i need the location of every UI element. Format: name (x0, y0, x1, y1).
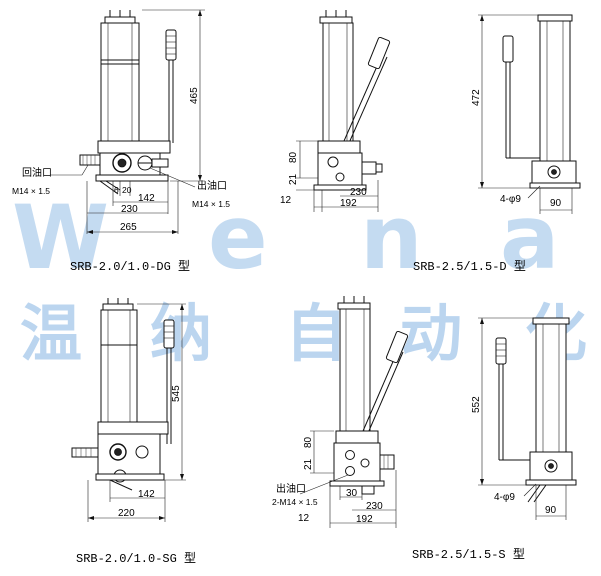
d-dim-230: 230 (350, 187, 367, 198)
s-side-fitting (379, 454, 395, 470)
s-dim-30: 30 (346, 488, 358, 499)
watermark-char-1: 温 (20, 297, 82, 370)
dg-gauge (112, 153, 132, 173)
sg-height-dim: 545 (171, 385, 182, 402)
s-outlet-label: 出油口 (276, 482, 306, 495)
d-top-cap (319, 16, 353, 24)
s-side-dim-90: 90 (545, 505, 557, 516)
s-lever-grip (385, 330, 409, 364)
dg-outlet-thread: M14 × 1.5 (192, 199, 230, 209)
d-title: SRB-2.5/1.5-D 型 (413, 259, 526, 274)
dg-base (95, 174, 169, 182)
dg-dim-230: 230 (121, 204, 138, 215)
watermark: W e n a 温 纳 自 动 化 (12, 186, 587, 370)
d-side-fitting (361, 161, 377, 175)
dg-title: SRB-2.0/1.0-DG 型 (70, 259, 190, 274)
d-dim-192: 192 (340, 198, 357, 209)
s-dim-192: 192 (356, 514, 373, 525)
s-reservoir (339, 308, 371, 432)
s-dim-230: 230 (366, 501, 383, 512)
s-pump-head (335, 430, 379, 444)
s-outlet-thread: 2-M14 × 1.5 (272, 497, 318, 507)
dg-dim-20: 20 (122, 185, 132, 195)
sg-pump-body (97, 433, 161, 475)
dg-handle-grip (165, 29, 177, 61)
sg-title: SRB-2.0/1.0-SG 型 (76, 551, 196, 566)
d-dim-80: 80 (288, 151, 299, 163)
s-side-handle-grip (495, 337, 507, 365)
dg-outlet-label: 出油口 (197, 179, 227, 192)
sg-pump-head (97, 421, 169, 435)
watermark-letter-a: a (500, 186, 559, 289)
watermark-letter-e: e (208, 186, 268, 289)
d-dim-12: 12 (280, 195, 292, 206)
watermark-char-3: 自 (285, 297, 347, 370)
sg-dim-220: 220 (118, 508, 135, 519)
watermark-char-4: 动 (400, 297, 462, 370)
d-reservoir (322, 22, 354, 142)
sg-dim-142: 142 (138, 489, 155, 500)
dg-dim-6: 6 (114, 185, 119, 195)
s-dim-12: 12 (298, 513, 310, 524)
dg-pump-head (97, 140, 171, 154)
s-side-height-dim: 552 (471, 396, 482, 413)
s-title: SRB-2.5/1.5-S 型 (412, 547, 525, 562)
dg-height-dim: 465 (189, 87, 200, 104)
view-dg: 465 回油口 M14 × 1.5 出油口 M14 × 1.5 6 20 142… (12, 9, 230, 274)
watermark-letter-n: n (360, 186, 423, 289)
d-dim-21: 21 (288, 173, 299, 185)
d-side-handle-grip (502, 35, 514, 63)
sg-outlet-fitting (135, 445, 149, 459)
sg-handle-grip (163, 319, 175, 349)
dg-dim-142: 142 (138, 193, 155, 204)
d-pump-body (317, 152, 363, 186)
s-side-holes: 4-φ9 (494, 492, 515, 503)
s-pump-body (333, 442, 381, 482)
dg-return-port-thread: M14 × 1.5 (12, 186, 50, 196)
view-sg: 545 142 220 SRB-2.0/1.0-SG 型 (71, 298, 196, 566)
dg-return-port-label: 回油口 (22, 166, 52, 179)
dg-pump-body (99, 152, 161, 176)
view-d-front: 21 80 12 230 192 (280, 10, 391, 212)
d-side-dim-90: 90 (550, 198, 562, 209)
sg-reservoir (100, 309, 138, 423)
view-s-front: 21 80 出油口 2-M14 × 1.5 30 230 12 192 (272, 296, 409, 528)
view-s-side: 552 4-φ9 90 SRB-2.5/1.5-S 型 (412, 317, 577, 562)
d-pump-head (317, 140, 361, 154)
d-side-reservoir (539, 20, 571, 162)
dg-top-cap (104, 16, 136, 24)
d-side-holes: 4-φ9 (500, 194, 521, 205)
s-dim-21: 21 (303, 458, 314, 470)
s-side-reservoir (535, 323, 567, 453)
watermark-letter-w: W (12, 186, 109, 289)
s-dim-80: 80 (303, 436, 314, 448)
dg-dim-265: 265 (120, 222, 137, 233)
d-side-height-dim: 472 (471, 89, 482, 106)
dg-reservoir (100, 22, 140, 142)
view-d-side: 472 4-φ9 90 SRB-2.5/1.5-D 型 (413, 14, 581, 274)
d-lever-grip (367, 36, 391, 70)
